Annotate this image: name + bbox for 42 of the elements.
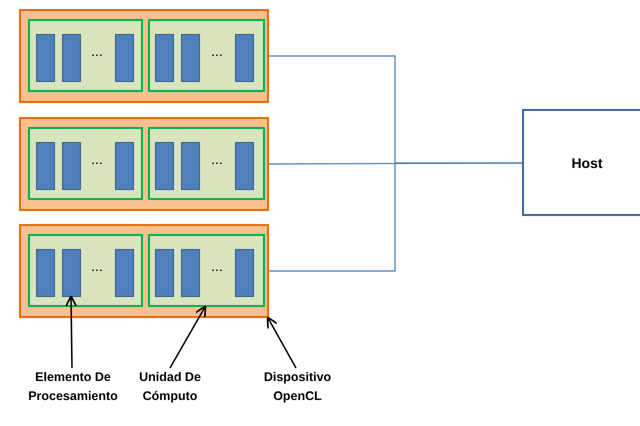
ellipsis-text: ... (90, 258, 104, 274)
processing-element-box (115, 142, 134, 190)
ellipsis-text: ... (90, 43, 104, 59)
device-box (19, 224, 269, 318)
processing-element-box (235, 249, 254, 297)
processing-element-box (181, 34, 200, 82)
leader-arrow (266, 316, 297, 368)
processing-element-box (36, 142, 55, 190)
processing-element-box (155, 142, 174, 190)
compute-unit-box (148, 127, 265, 200)
device-box (19, 9, 269, 103)
processing-element-box (62, 34, 81, 82)
processing-element-box (155, 249, 174, 297)
processing-element-box (181, 142, 200, 190)
callout-label: Unidad De Cómputo (138, 369, 202, 405)
compute-unit-box (28, 127, 143, 200)
processing-element-box (235, 142, 254, 190)
leader-arrow (169, 305, 206, 368)
compute-unit-box (28, 234, 143, 307)
host-label: Host (571, 154, 603, 170)
ellipsis-text: ... (210, 151, 224, 167)
leader-arrow (65, 295, 78, 368)
processing-element-box (62, 249, 81, 297)
device-box (19, 117, 269, 211)
callout-label: Dispositivo OpenCL (262, 369, 332, 405)
callout-label: Elemento De Procesamiento (27, 369, 119, 405)
processing-element-box (115, 34, 134, 82)
processing-element-box (62, 142, 81, 190)
processing-element-box (181, 249, 200, 297)
host-box (522, 109, 640, 216)
ellipsis-text: ... (90, 151, 104, 167)
processing-element-box (155, 34, 174, 82)
compute-unit-box (28, 19, 143, 92)
processing-element-box (36, 34, 55, 82)
ellipsis-text: ... (210, 43, 224, 59)
connector-line (269, 162, 522, 272)
compute-unit-box (148, 234, 265, 307)
processing-element-box (235, 34, 254, 82)
ellipsis-text: ... (210, 258, 224, 274)
processing-element-box (115, 249, 134, 297)
compute-unit-box (148, 19, 265, 92)
processing-element-box (36, 249, 55, 297)
